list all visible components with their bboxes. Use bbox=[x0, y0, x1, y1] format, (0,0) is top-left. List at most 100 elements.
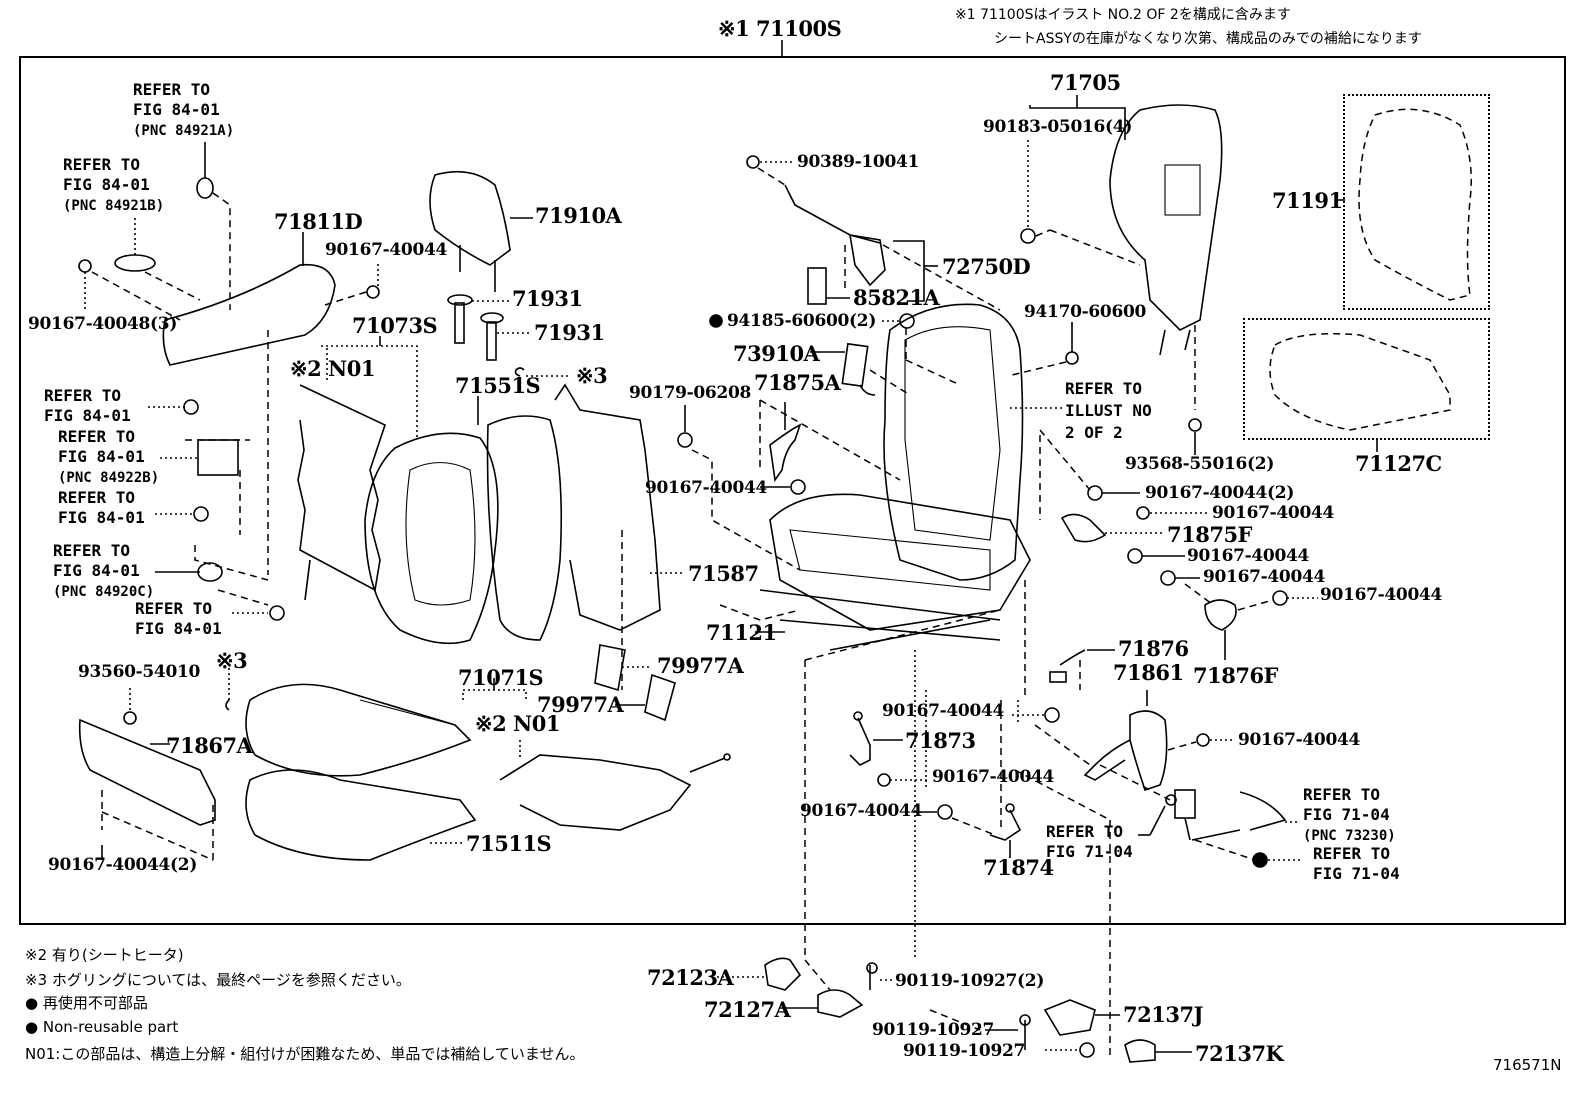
part-71875F[interactable]: 71875F bbox=[1167, 522, 1252, 547]
cover-72137J-shape bbox=[1043, 999, 1096, 1036]
part-72123A[interactable]: 72123A bbox=[647, 965, 734, 990]
part-90167-40044[interactable]: 90167-40044 bbox=[645, 478, 768, 498]
part-90167-40044[interactable]: 90167-40044 bbox=[932, 767, 1055, 787]
part-71073S[interactable]: 71073S bbox=[352, 313, 438, 338]
footnote-seat-heater: ※2 有り(シートヒータ) bbox=[25, 946, 184, 964]
part-90167-40044[interactable]: 90167-40044 bbox=[882, 701, 1005, 721]
part-71875A[interactable]: 71875A bbox=[754, 370, 841, 395]
recliner-knob-shape bbox=[1129, 710, 1168, 792]
part-71910A[interactable]: 71910A bbox=[535, 203, 622, 228]
part-90389-10041[interactable]: 90389-10041 bbox=[797, 152, 920, 172]
part-71121[interactable]: 71121 bbox=[706, 620, 777, 645]
part-90167-40044[interactable]: 90167-40044 bbox=[800, 801, 923, 821]
seat-cushion-frame-shape bbox=[769, 493, 1031, 631]
part-90183-05016-qty4[interactable]: 90183-05016(4) bbox=[983, 117, 1133, 137]
part-71876F[interactable]: 71876F bbox=[1193, 663, 1278, 688]
diagram-frame bbox=[19, 56, 1566, 925]
part-90167-40044-qty2[interactable]: 90167-40044(2) bbox=[48, 855, 198, 875]
part-71587[interactable]: 71587 bbox=[688, 561, 759, 586]
heater-cushion-shape bbox=[499, 754, 692, 831]
part-71551S[interactable]: 71551S bbox=[455, 373, 541, 398]
part-71931[interactable]: 71931 bbox=[534, 320, 605, 345]
part-71876[interactable]: 71876 bbox=[1118, 636, 1189, 661]
seatback-cover-shape bbox=[364, 432, 499, 645]
note-n01: ※2 N01 bbox=[475, 711, 560, 736]
part-90179-06208[interactable]: 90179-06208 bbox=[629, 383, 752, 403]
footnote-nonreusable-en: ● Non-reusable part bbox=[25, 1018, 179, 1036]
part-71867A[interactable]: 71867A bbox=[166, 733, 253, 758]
part-94185-60600-qty2[interactable]: 94185-60600(2) bbox=[727, 311, 877, 331]
part-79977A[interactable]: 79977A bbox=[537, 692, 624, 717]
side-shield-shape bbox=[162, 263, 336, 366]
part-71873[interactable]: 71873 bbox=[905, 728, 976, 753]
part-94170-60600[interactable]: 94170-60600 bbox=[1024, 302, 1147, 322]
part-90119-10927-qty2[interactable]: 90119-10927(2) bbox=[895, 971, 1045, 991]
illustration-id: 716571N bbox=[1493, 1056, 1562, 1074]
detail-box-71127C bbox=[1243, 318, 1490, 440]
header-note-1: ※1 71100Sはイラスト NO.2 OF 2を構成に含みます bbox=[955, 7, 1291, 23]
seatback-board-shape bbox=[554, 383, 661, 631]
part-90119-10927[interactable]: 90119-10927 bbox=[872, 1020, 995, 1040]
bracket-71875F-shape bbox=[1060, 513, 1107, 543]
part-72137J[interactable]: 72137J bbox=[1123, 1002, 1204, 1027]
part-71127C[interactable]: 71127C bbox=[1355, 451, 1442, 476]
part-72137K[interactable]: 72137K bbox=[1195, 1041, 1284, 1066]
part-71705[interactable]: 71705 bbox=[1050, 70, 1121, 95]
part-90167-40044[interactable]: 90167-40044 bbox=[1203, 567, 1326, 587]
header-note-2: シートASSYの在庫がなくなり次第、構成品のみでの補給になります bbox=[994, 31, 1422, 47]
part-93568-55016-qty2[interactable]: 93568-55016(2) bbox=[1125, 454, 1275, 474]
part-71511S[interactable]: 71511S bbox=[466, 831, 552, 856]
part-90167-40044[interactable]: 90167-40044 bbox=[1320, 585, 1443, 605]
part-93560-54010[interactable]: 93560-54010 bbox=[78, 662, 201, 682]
part-90167-40044-qty2[interactable]: 90167-40044(2) bbox=[1145, 483, 1295, 503]
part-71861[interactable]: 71861 bbox=[1113, 660, 1184, 685]
footnote-hog-ring: ※3 ホグリングについては、最終ページを参照ください。 bbox=[25, 971, 411, 989]
footnote-nonreusable-jp: ● 再使用不可部品 bbox=[25, 994, 148, 1012]
part-90167-40044[interactable]: 90167-40044 bbox=[1212, 503, 1335, 523]
seatback-cover-detail-shape bbox=[1358, 108, 1472, 301]
seat-cushion-pad-shape bbox=[245, 769, 477, 861]
seatback-board-rear-shape bbox=[1109, 104, 1223, 331]
part-71191[interactable]: 71191 bbox=[1272, 188, 1343, 213]
part-85821A[interactable]: 85821A bbox=[853, 285, 940, 310]
part-71931[interactable]: 71931 bbox=[512, 286, 583, 311]
heater-back-shape bbox=[297, 384, 386, 592]
part-79977A[interactable]: 79977A bbox=[657, 653, 744, 678]
part-73910A[interactable]: 73910A bbox=[733, 341, 820, 366]
part-90119-10927[interactable]: 90119-10927 bbox=[903, 1041, 1026, 1061]
part-90167-40048[interactable]: 90167-40048(3) bbox=[28, 314, 178, 334]
hog-ring-note: ※3 bbox=[216, 648, 248, 673]
hog-ring-note: ※3 bbox=[576, 363, 608, 388]
note-n01: ※2 N01 bbox=[290, 356, 375, 381]
seat-cushion-cover-detail-shape bbox=[1269, 333, 1451, 431]
part-90167-40044[interactable]: 90167-40044 bbox=[1238, 730, 1361, 750]
detail-box-71191 bbox=[1343, 94, 1490, 310]
part-90167-40044[interactable]: 90167-40044 bbox=[1187, 546, 1310, 566]
assembly-label: ※1 71100S bbox=[718, 16, 842, 41]
part-71811D[interactable]: 71811D bbox=[274, 209, 363, 234]
headrest-shape bbox=[429, 170, 511, 266]
seatback-frame-shape bbox=[883, 303, 1024, 581]
footnote-n01: N01:この部品は、構造上分解・組付けが困難なため、単品では補給していません。 bbox=[25, 1045, 585, 1063]
part-71071S[interactable]: 71071S bbox=[458, 665, 544, 690]
part-72750D[interactable]: 72750D bbox=[942, 254, 1031, 279]
part-71874[interactable]: 71874 bbox=[983, 855, 1054, 880]
part-90167-40044[interactable]: 90167-40044 bbox=[325, 240, 448, 260]
front-trim-shape bbox=[78, 718, 216, 826]
seatback-pad-shape bbox=[486, 415, 563, 641]
part-72127A[interactable]: 72127A bbox=[704, 997, 791, 1022]
seat-cushion-cover-shape bbox=[245, 683, 472, 777]
cover-72137K-shape bbox=[1124, 1039, 1156, 1063]
